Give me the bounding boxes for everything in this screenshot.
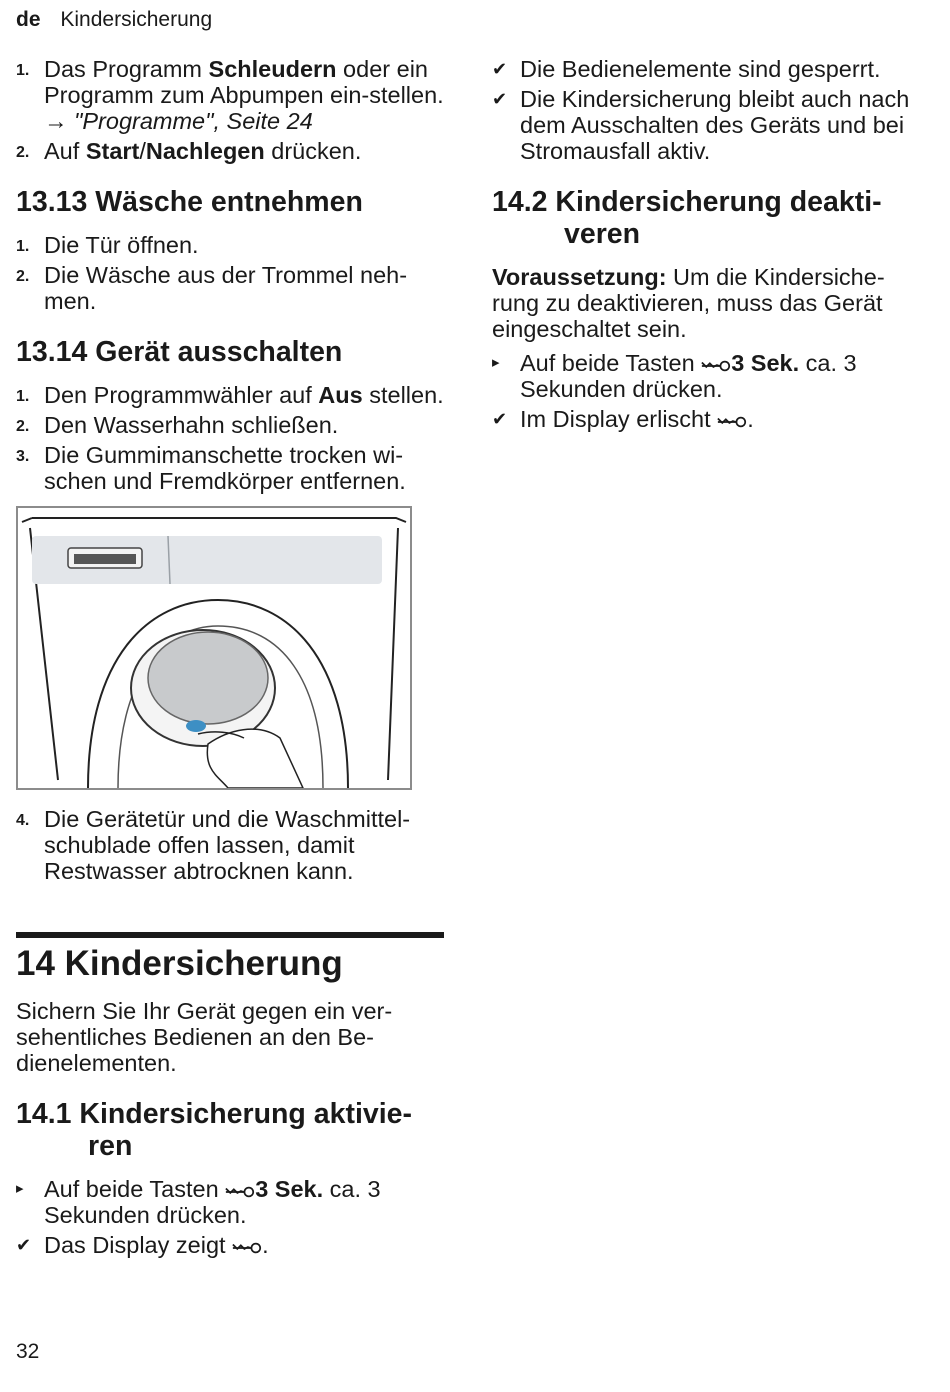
hand <box>206 728 305 789</box>
language-tag: de <box>16 8 41 31</box>
check-icon: ✔ <box>492 59 508 79</box>
step-text: Die Tür öffnen. <box>44 232 199 258</box>
washer-drawing <box>21 517 407 789</box>
chapter-intro: Sichern Sie Ihr Gerät gegen ein ver-sehe… <box>16 998 393 1076</box>
selector-position: Aus <box>318 382 363 408</box>
heading-14-2: 14.2 Kindersicherung deakti-veren <box>492 186 882 250</box>
step-text: Die Gerätetür und die Waschmittel-schubl… <box>44 806 411 884</box>
washing-machine-illustration <box>16 506 412 790</box>
result-display-off: ✔ Im Display erlischt . <box>492 406 922 432</box>
drum <box>147 631 269 725</box>
step-number: 2. <box>16 144 30 161</box>
step-text: Das Display zeigt <box>44 1232 233 1258</box>
program-name: Schleudern <box>208 56 337 82</box>
step-text: Im Display erlischt <box>520 406 718 432</box>
step-leave-open: 4. Die Gerätetür und die Waschmittel-sch… <box>16 806 444 884</box>
step-text: drücken. <box>264 138 362 164</box>
step-number: 1. <box>16 62 30 79</box>
page-header: de Kindersicherung <box>16 8 212 32</box>
precondition-label: Voraussetzung: <box>492 264 667 290</box>
button-name: Nachlegen <box>145 138 265 164</box>
chapter-rule <box>16 932 444 938</box>
step-text: Auf beide Tasten <box>44 1176 226 1202</box>
step-number: 2. <box>16 268 30 285</box>
left-column: 1. Das Programm Schleudern oder ein Prog… <box>16 56 444 1262</box>
step-number: 3. <box>16 448 30 465</box>
result-display-shows: ✔ Das Display zeigt . <box>16 1232 444 1258</box>
page-number: 32 <box>16 1340 40 1363</box>
check-icon: ✔ <box>492 89 508 109</box>
key-icon <box>717 415 747 429</box>
step-text: ca. 3 Sekunden drücken. <box>44 1176 381 1228</box>
chapter-heading-14: 14 Kindersicherung <box>16 944 343 983</box>
step-press-start: 2. Auf Start/Nachlegen drücken. <box>16 138 444 164</box>
triangle-right-icon: ▸ <box>492 354 500 371</box>
step-text: Den Wasserhahn schließen. <box>44 412 339 438</box>
result-controls-locked: ✔ Die Bedienelemente sind gesperrt. <box>492 56 922 82</box>
button-name: 3 Sek. <box>255 1176 324 1202</box>
step-text: Die Bedienelemente sind gesperrt. <box>520 56 881 82</box>
step-selector-off: 1. Den Programmwähler auf Aus stellen. <box>16 382 444 408</box>
heading-14-1: 14.1 Kindersicherung aktivie-ren <box>16 1098 412 1162</box>
step-number: 1. <box>16 238 30 255</box>
heading-13-14: 13.14 Gerät ausschalten <box>16 336 343 368</box>
step-select-program: 1. Das Programm Schleudern oder ein Prog… <box>16 56 444 134</box>
step-text: ca. 3 Sekunden drücken. <box>520 350 857 402</box>
triangle-right-icon: ▸ <box>16 1180 24 1197</box>
step-text: Die Wäsche aus der Trommel neh-men. <box>44 262 408 314</box>
heading-13-13: 13.13 Wäsche entnehmen <box>16 186 363 218</box>
check-icon: ✔ <box>16 1235 32 1255</box>
check-icon: ✔ <box>492 409 508 429</box>
step-number: 2. <box>16 418 30 435</box>
key-icon <box>232 1241 262 1255</box>
right-column: ✔ Die Bedienelemente sind gesperrt. ✔ Di… <box>492 56 922 436</box>
step-text: Das Programm <box>44 56 209 82</box>
header-title: Kindersicherung <box>60 8 213 31</box>
result-lock-persists: ✔ Die Kindersicherung bleibt auch nach d… <box>492 86 922 164</box>
foreign-object <box>186 720 206 732</box>
step-wipe-seal: 3. Die Gummimanschette trocken wi-schen … <box>16 442 444 494</box>
step-text: Auf beide Tasten <box>520 350 702 376</box>
step-text: Den Programmwähler auf <box>44 382 319 408</box>
step-open-door: 1. Die Tür öffnen. <box>16 232 444 258</box>
step-text: / <box>139 138 146 164</box>
action-deactivate: ▸ Auf beide Tasten 3 Sek. ca. 3 Sekunden… <box>492 350 922 402</box>
step-text: . <box>262 1232 269 1258</box>
precondition-text: Um die Kindersiche-rung zu deaktivieren,… <box>492 264 885 342</box>
step-number: 1. <box>16 388 30 405</box>
step-remove-laundry: 2. Die Wäsche aus der Trommel neh-men. <box>16 262 444 314</box>
button-name: Start <box>85 138 140 164</box>
step-text: stellen. <box>362 382 444 408</box>
precondition: Voraussetzung: Um die Kindersiche-rung z… <box>492 264 922 342</box>
cross-reference: → "Programme", Seite 24 <box>44 108 313 134</box>
step-text: Die Kindersicherung bleibt auch nach dem… <box>520 86 910 164</box>
key-icon <box>225 1185 255 1199</box>
door-opening <box>87 598 349 789</box>
step-close-tap: 2. Den Wasserhahn schließen. <box>16 412 444 438</box>
step-text: Auf <box>44 138 86 164</box>
action-activate: ▸ Auf beide Tasten 3 Sek. ca. 3 Sekunden… <box>16 1176 444 1228</box>
step-text: oder ein Programm zum Abpumpen ein-stell… <box>44 56 444 108</box>
step-number: 4. <box>16 812 30 829</box>
step-text: . <box>747 406 754 432</box>
button-name: 3 Sek. <box>731 350 800 376</box>
key-icon <box>701 359 731 373</box>
step-text: Die Gummimanschette trocken wi-schen und… <box>44 442 406 494</box>
